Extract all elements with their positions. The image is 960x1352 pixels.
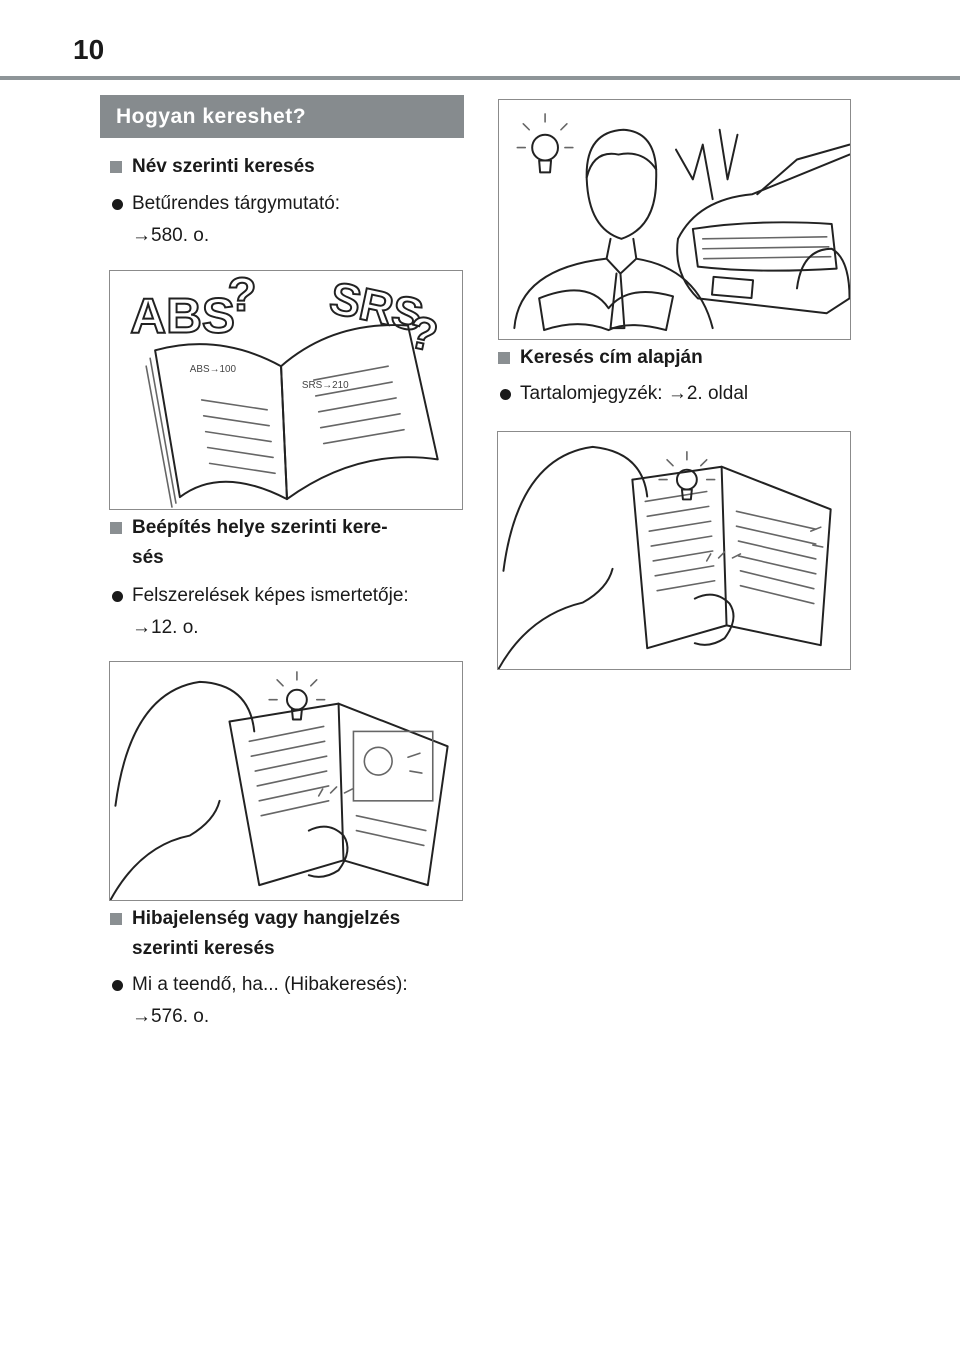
round-bullet-icon bbox=[112, 980, 123, 991]
page-number: 10 bbox=[73, 34, 105, 65]
question-mark-1: ? bbox=[227, 271, 256, 322]
lightbulb-icon bbox=[285, 688, 308, 711]
header-rule bbox=[0, 76, 960, 80]
pointing-hand bbox=[307, 825, 349, 878]
subheading-location-search: Beépítés helye szerinti kere- sés bbox=[110, 513, 470, 573]
bullet-troubleshooting: Mi a teendő, ha... (Hibakeresés): →576. … bbox=[110, 969, 470, 1033]
dashboard-picture bbox=[352, 730, 434, 802]
car-wheel bbox=[795, 247, 850, 300]
person-book-illustration bbox=[110, 671, 449, 900]
bullet-pictorial-index: Felszerelések képes ismertetője: →12. o. bbox=[110, 580, 470, 644]
bullet-alphabetical-index: Betűrendes tárgymutató: →580. o. bbox=[110, 188, 470, 252]
open-book bbox=[631, 465, 832, 650]
round-bullet-icon bbox=[500, 389, 511, 400]
figure-person-reading-dashboard bbox=[109, 661, 463, 901]
section-title: Hogyan kereshet? bbox=[100, 95, 464, 138]
open-magazine bbox=[538, 289, 675, 332]
figure-open-book-abs-srs: ABS ? SRS ? ABS→100 SRS→210 bbox=[109, 270, 463, 510]
book-illustration: ABS ? SRS ? ABS→100 SRS→210 bbox=[129, 271, 443, 508]
lightbulb-icon bbox=[531, 133, 559, 162]
round-bullet-icon bbox=[112, 199, 123, 210]
noise-lightning bbox=[674, 128, 739, 201]
abs-text: ABS bbox=[130, 287, 235, 343]
bullet-table-of-contents: Tartalomjegyzék: →2. oldal bbox=[498, 378, 858, 410]
page-reference: →580. o. bbox=[132, 225, 210, 246]
page-reference: →576. o. bbox=[132, 1006, 210, 1027]
subheading-title-search: Keresés cím alapján bbox=[498, 343, 858, 373]
page-reference: →12. o. bbox=[132, 617, 199, 638]
man-head bbox=[585, 128, 658, 240]
man-car-illustration bbox=[513, 113, 850, 332]
srs-page-label: SRS→210 bbox=[302, 380, 349, 391]
square-bullet-icon bbox=[498, 352, 510, 364]
car-grille bbox=[691, 221, 838, 272]
license-plate bbox=[710, 275, 755, 300]
person-contents-illustration bbox=[498, 445, 832, 669]
square-bullet-icon bbox=[110, 913, 122, 925]
subheading-name-search: Név szerinti keresés bbox=[110, 152, 470, 182]
pointing-hand bbox=[693, 593, 735, 646]
figure-man-car-noise bbox=[498, 99, 851, 340]
head-outline bbox=[114, 680, 256, 807]
figure-person-reading-contents bbox=[497, 431, 851, 670]
square-bullet-icon bbox=[110, 161, 122, 173]
head-outline bbox=[502, 445, 649, 572]
abs-page-label: ABS→100 bbox=[190, 364, 237, 375]
book-right-page bbox=[280, 324, 439, 501]
car-hood bbox=[676, 153, 850, 240]
round-bullet-icon bbox=[112, 591, 123, 602]
square-bullet-icon bbox=[110, 522, 122, 534]
man-torso bbox=[513, 257, 714, 330]
subheading-symptom-search: Hibajelenség vagy hangjelzés szerinti ke… bbox=[110, 904, 470, 964]
